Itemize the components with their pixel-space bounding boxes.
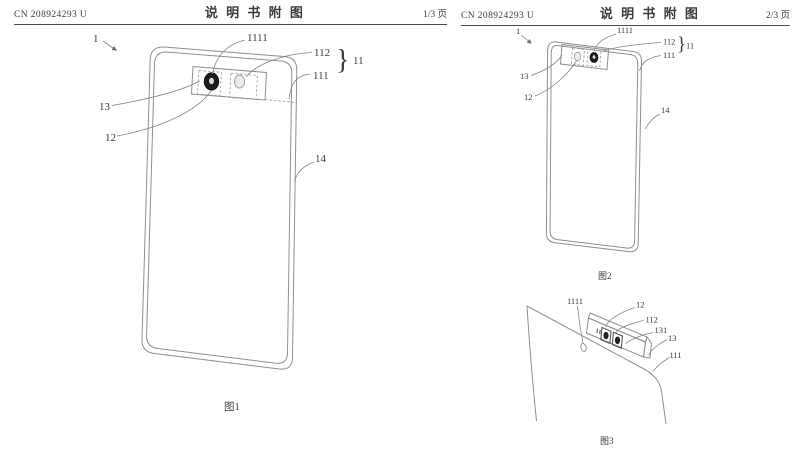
fig2-phone-outline [545, 41, 643, 253]
figure-2-and-3-drawing: 1 1111 112 } 11 111 13 12 14 图2 [516, 25, 694, 446]
patent-number: CN 208924293 U [461, 11, 535, 21]
fig2-lens-housing [586, 49, 602, 68]
fig2-leader-14 [645, 113, 661, 130]
fig1-front-camera-housing [229, 72, 258, 101]
fig1-bezel-seam [264, 99, 296, 103]
fig1-label-13: 13 [99, 101, 111, 113]
fig3-label-112: 112 [646, 315, 658, 325]
fig1-label-12: 12 [105, 132, 116, 144]
fig1-label-1: 1 [93, 33, 99, 45]
fig3-label-1111: 1111 [567, 296, 583, 306]
fig2-screen-outline [549, 44, 639, 249]
fig2-label-13: 13 [520, 71, 529, 81]
fig1-brace: } [336, 45, 349, 76]
fig3-sensor-icon [614, 336, 621, 345]
fig1-screen-outline [146, 51, 293, 364]
fig3-leader-131 [625, 332, 654, 345]
fig3-slider-module [580, 312, 653, 359]
fig1-front-camera-icon [234, 74, 245, 89]
fig1-label-111: 111 [313, 70, 329, 82]
fig3-screen-hole-icon [580, 343, 587, 352]
fig1-label-11: 11 [353, 55, 364, 67]
fig2-brace: } [677, 34, 686, 55]
fig2-screen-hole-icon [573, 51, 582, 62]
fig1-camera-lens-center [209, 77, 214, 85]
fig2-label-111: 111 [663, 50, 675, 60]
fig3-label-12: 12 [636, 300, 645, 310]
fig3-leader-lines [577, 305, 670, 372]
fig3-label-131: 131 [655, 325, 668, 335]
fig3-leader-112 [615, 320, 644, 333]
fig2-camera-lens-center [592, 55, 596, 59]
page-number: 1/3 页 [422, 10, 447, 20]
fig1-label-1111: 1111 [247, 32, 268, 44]
fig1-leader-1 [102, 40, 117, 51]
figure-1-drawing: 1 1111 112 } 11 111 13 12 14 图1 [93, 32, 364, 413]
fig3-leader-12 [605, 307, 636, 328]
fig2-leader-lines [520, 33, 662, 130]
fig2-module-frame [559, 43, 610, 71]
fig3-leader-1111 [577, 305, 584, 344]
fig2-leader-1 [520, 34, 532, 44]
fig1-camera-module [190, 65, 296, 103]
patent-number: CN 208924293 U [14, 10, 88, 20]
fig3-reference-numerals: 1111 12 112 131 13 111 图3 [567, 296, 682, 446]
fig3-leader-111 [652, 357, 670, 372]
fig2-label-112: 112 [663, 37, 675, 47]
fig1-leader-1111 [212, 39, 246, 75]
page-number: 2/3 页 [765, 11, 790, 21]
fig3-label-13: 13 [668, 333, 677, 343]
fig2-label-11: 11 [686, 41, 694, 51]
fig1-module-frame [190, 65, 268, 101]
fig2-leader-111 [639, 55, 662, 72]
fig2-camera-module [559, 43, 610, 71]
fig3-module-ticks [596, 328, 601, 335]
document-title: 说 明 书 附 图 [204, 5, 306, 20]
fig3-leader-13 [648, 339, 668, 356]
fig1-caption: 图1 [224, 401, 240, 413]
fig2-reference-numerals: 1 1111 112 } 11 111 13 12 14 图2 [516, 25, 694, 281]
fig3-caption: 图3 [600, 436, 614, 446]
fig1-leader-13 [111, 80, 200, 106]
fig1-label-112: 112 [314, 47, 330, 59]
fig3-top-edge [526, 305, 667, 425]
fig1-phone-outline [141, 46, 298, 370]
fig2-label-1: 1 [516, 26, 520, 36]
fig1-label-14: 14 [315, 153, 327, 165]
fig1-lens-housing [197, 70, 222, 97]
fig2-leader-12 [534, 60, 577, 97]
fig3-camera-lens-icon [603, 331, 609, 340]
fig2-leader-1111 [593, 33, 617, 52]
fig1-leader-111 [288, 73, 311, 100]
fig1-leader-lines [102, 39, 315, 182]
fig3-left-edge [526, 305, 537, 422]
fig3-module-end-cap [642, 335, 653, 359]
fig1-leader-14 [294, 161, 315, 182]
fig2-label-12: 12 [524, 92, 533, 102]
fig1-phone [141, 46, 298, 370]
fig2-leader-13 [530, 54, 563, 76]
fig3-phone-corner [526, 305, 667, 425]
document-title: 说 明 书 附 图 [599, 6, 701, 21]
fig3-label-111: 111 [670, 350, 682, 360]
fig2-label-14: 14 [661, 105, 670, 115]
page-1-header: CN 208924293 U 说 明 书 附 图 1/3 页 [14, 2, 447, 25]
fig2-label-1111: 1111 [617, 25, 633, 35]
fig2-hole-housing [570, 47, 585, 66]
fig3-camera-frame [600, 326, 612, 345]
fig2-phone [545, 41, 643, 253]
fig1-reference-numerals: 1 1111 112 } 11 111 13 12 14 图1 [93, 32, 364, 413]
page-2-header: CN 208924293 U 说 明 书 附 图 2/3 页 [461, 3, 790, 26]
fig3-sensor-frame [611, 331, 624, 350]
fig1-leader-112 [245, 52, 313, 78]
fig2-caption: 图2 [598, 271, 612, 281]
fig2-leader-112 [602, 42, 662, 52]
fig1-leader-12 [116, 90, 212, 137]
